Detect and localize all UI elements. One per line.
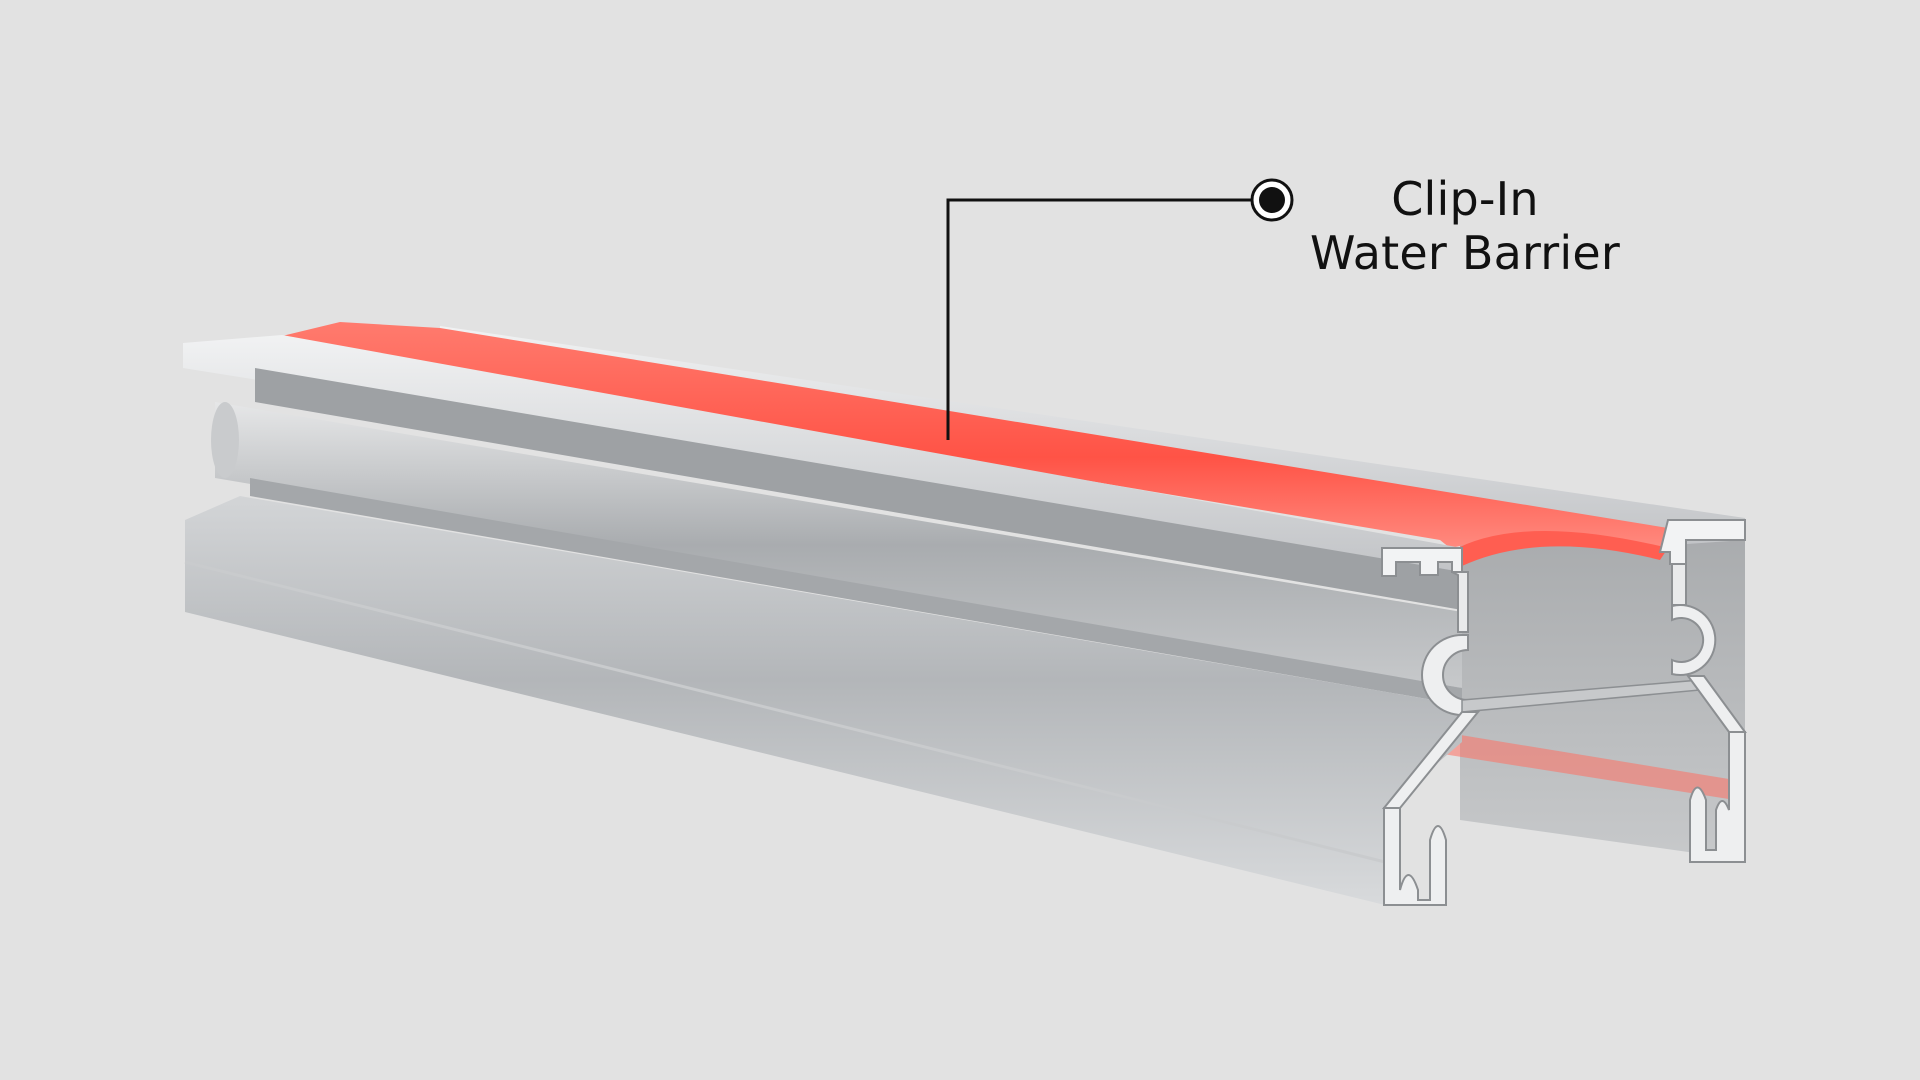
water-barrier-strip: [282, 322, 1668, 548]
target-dot-icon: [1250, 178, 1294, 222]
barrier-reflection: [1430, 730, 1735, 800]
front-top-lip: [183, 335, 1462, 572]
front-face-crease: [184, 560, 1386, 864]
callout-leader-line: [946, 198, 1272, 440]
front-shoulder: [250, 478, 1462, 705]
callout-label: Clip-In Water Barrier: [1265, 172, 1665, 280]
front-bead: [215, 402, 1462, 688]
water-barrier-end: [1450, 530, 1668, 566]
callout-label-line2: Water Barrier: [1310, 226, 1620, 280]
callout-label-line1: Clip-In: [1391, 172, 1539, 226]
cross-section-profile: [1381, 519, 1747, 906]
front-groove: [255, 368, 1462, 610]
bead-end-left: [211, 402, 239, 478]
